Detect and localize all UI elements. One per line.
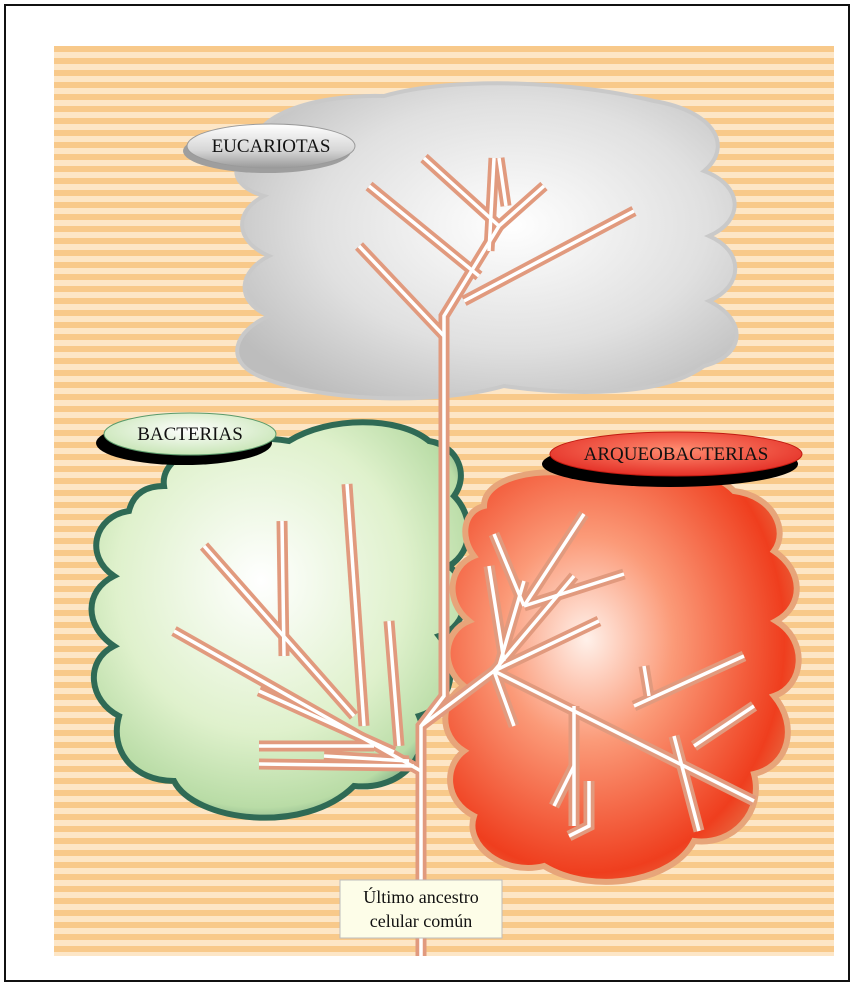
bacteria-label-text: BACTERIAS <box>137 424 243 445</box>
root-label: Último ancestro celular común <box>340 880 502 938</box>
bacteria-label: BACTERIAS <box>96 413 276 465</box>
archaea-label-text: ARQUEOBACTERIAS <box>584 444 769 465</box>
root-label-line1: Último ancestro <box>363 886 478 907</box>
figure-frame: EUCARIOTAS BACTERIAS ARQUEOBACTERIAS Últ… <box>4 4 850 982</box>
tree-branch-core <box>282 521 284 656</box>
tree-of-life-diagram: EUCARIOTAS BACTERIAS ARQUEOBACTERIAS Últ… <box>54 46 834 956</box>
root-label-line2: celular común <box>370 911 472 931</box>
archaea-label: ARQUEOBACTERIAS <box>542 432 802 487</box>
eukaryotes-label-text: EUCARIOTAS <box>212 136 331 157</box>
tree-branch-core <box>259 764 414 766</box>
eukaryotes-label: EUCARIOTAS <box>183 124 355 173</box>
